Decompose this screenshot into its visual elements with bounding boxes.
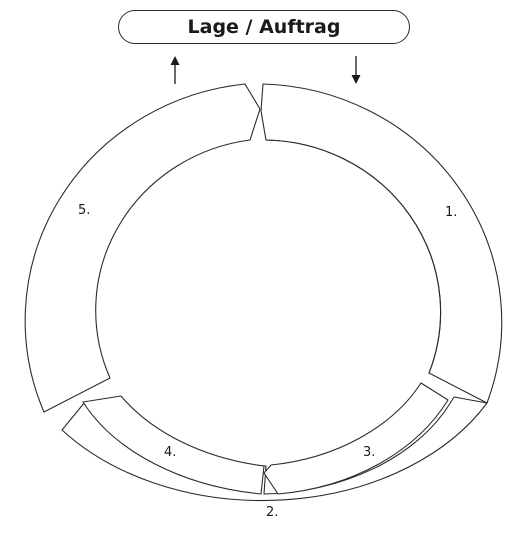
segment-4 — [82, 395, 265, 495]
segment-5 — [24, 83, 261, 413]
segment-5-label: 5. — [78, 203, 90, 218]
arrow-in-down — [351, 56, 361, 84]
segment-3-label: 3. — [363, 445, 375, 460]
segment-4-label: 4. — [164, 445, 176, 460]
segment-1-label: 1. — [445, 205, 457, 220]
title-box: Lage / Auftrag — [118, 10, 410, 44]
segment-2-label: 2. — [266, 505, 278, 520]
title-text: Lage / Auftrag — [187, 16, 341, 38]
inner-circle-outline — [265, 139, 442, 374]
segment-3 — [263, 382, 449, 495]
segment-1 — [260, 83, 503, 404]
arrow-out-up — [170, 56, 180, 84]
